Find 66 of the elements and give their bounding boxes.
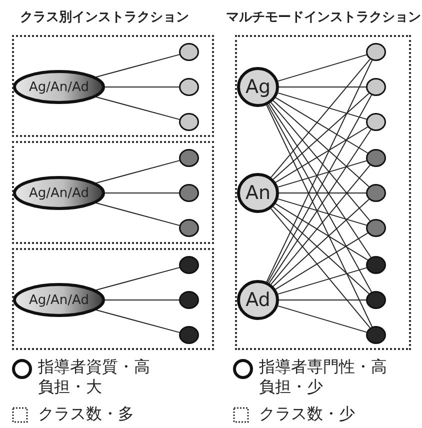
legend-text: クラス数・少: [259, 404, 356, 424]
learner-circle: [179, 256, 199, 274]
connector-line: [275, 203, 368, 260]
group-ellipse: Ag/An/Ad: [13, 176, 105, 210]
connector-line: [104, 192, 180, 194]
connector-line: [268, 129, 372, 284]
learner-circle: [366, 78, 386, 96]
connector-line: [275, 232, 368, 290]
learner-circle: [179, 219, 199, 237]
learner-circle: [366, 43, 386, 61]
learner-circle: [366, 184, 386, 202]
learner-circle: [179, 184, 199, 202]
connector-line: [96, 310, 180, 333]
learner-circle: [366, 291, 386, 309]
connector-line: [270, 208, 370, 328]
connector-line: [278, 92, 367, 120]
connector-line: [96, 96, 180, 120]
connector-line: [272, 100, 370, 188]
connector-line: [96, 267, 180, 290]
learner-circle: [366, 149, 386, 167]
learner-circle: [179, 78, 199, 96]
learner-circle: [366, 113, 386, 131]
legend-text: 指導者資質・高負担・大: [38, 357, 151, 397]
learner-circle: [366, 256, 386, 274]
connector-line: [272, 206, 370, 294]
learner-circle: [179, 291, 199, 309]
connector-line: [278, 54, 367, 82]
learner-circle: [179, 43, 199, 61]
connector-line: [272, 198, 370, 287]
connector-line: [275, 126, 368, 183]
connector-line: [278, 305, 367, 333]
panel-heading: マルチモードインストラクション: [226, 9, 421, 26]
learner-circle: [366, 326, 386, 344]
learner-circle: [179, 326, 199, 344]
connector-line: [278, 198, 367, 226]
learner-circle: [179, 113, 199, 131]
connector-line: [268, 103, 372, 258]
group-ellipse: Ag/An/Ad: [13, 70, 105, 104]
learner-circle: [366, 219, 386, 237]
mode-circle: An: [237, 173, 279, 213]
panel-heading: クラス別インストラクション: [20, 9, 189, 26]
connector-line: [96, 202, 180, 226]
connector-line: [270, 102, 370, 222]
mode-circle: Ad: [237, 280, 279, 320]
learner-circle: [179, 149, 199, 167]
connector-line: [270, 164, 370, 285]
legend-text: クラス数・多: [38, 404, 135, 424]
connector-line: [278, 160, 367, 188]
connector-line: [96, 160, 180, 184]
connector-line: [278, 86, 366, 88]
dotted-box: [12, 141, 214, 244]
connector-line: [270, 58, 370, 178]
dotted-box: [12, 35, 214, 137]
connector-line: [272, 92, 370, 180]
connector-line: [266, 104, 373, 328]
connector-line: [266, 60, 373, 282]
connector-line: [104, 86, 180, 88]
connector-line: [275, 97, 368, 154]
group-ellipse: Ag/An/Ad: [13, 283, 105, 317]
connector-line: [96, 54, 180, 78]
connector-line: [278, 192, 366, 194]
dotted-box: [235, 35, 411, 350]
mode-circle: Ag: [237, 67, 279, 107]
connector-line: [278, 267, 367, 295]
legend-text: 指導者専門性・高負担・少: [259, 357, 388, 397]
dotted-box: [12, 248, 214, 350]
